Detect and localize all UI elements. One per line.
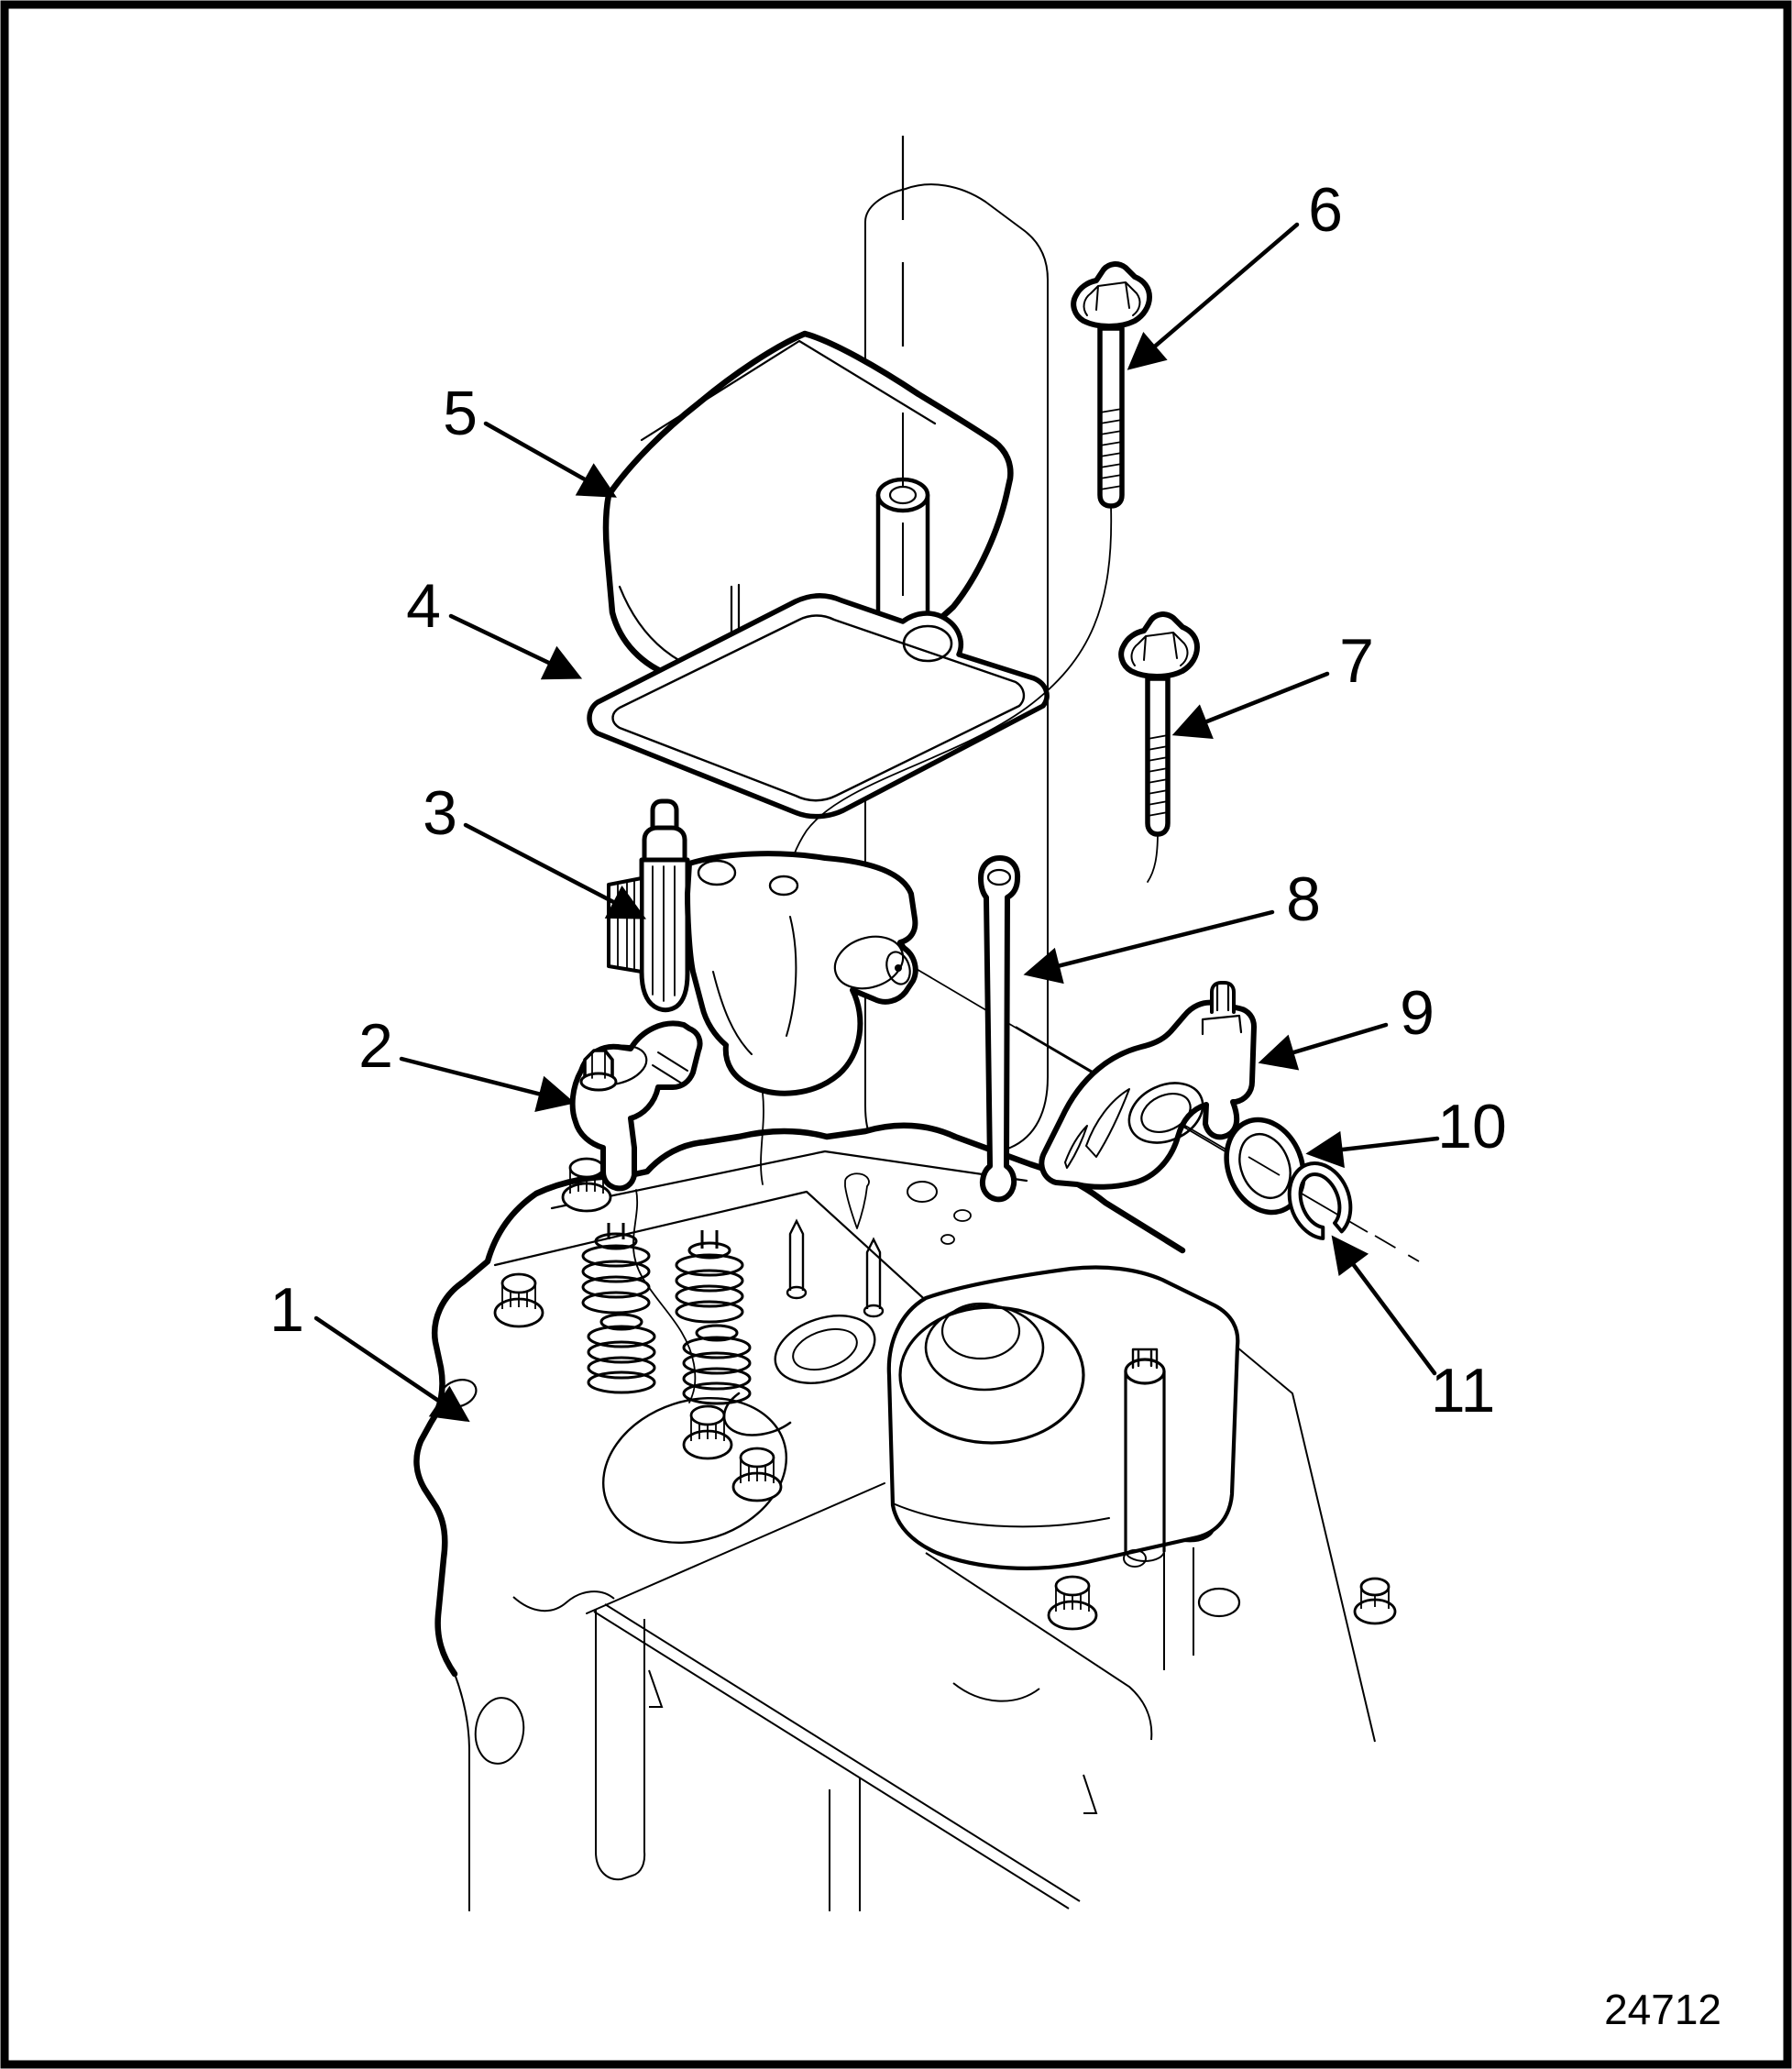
figure-number: 24712 (1604, 1986, 1721, 2033)
callout-6-label: 6 (1308, 175, 1343, 245)
callout-2-label: 2 (358, 1011, 393, 1081)
cylinder-head-part (413, 1122, 1401, 1911)
push-rod-part (978, 855, 1021, 1203)
callout-2-arrow (399, 1056, 576, 1113)
valve-cover-gasket-part (587, 593, 1050, 820)
bolt-7-part (1118, 611, 1200, 837)
head-studs (493, 1157, 1397, 1631)
callout-6-arrow (1127, 222, 1300, 370)
axis-through-washer (1248, 1156, 1281, 1176)
bolt6-ghost-line (786, 505, 1113, 883)
callout-5-label: 5 (443, 379, 478, 448)
lower-block-lines (454, 1347, 1376, 1911)
callout-9-label: 9 (1400, 978, 1435, 1048)
callout-11-arrow (1331, 1235, 1437, 1376)
callout-3-arrow (463, 822, 647, 919)
callout-4-arrow (448, 613, 583, 680)
phantom-bolt-path-outline (864, 183, 1049, 1172)
callout-1-label: 1 (269, 1275, 304, 1345)
retaining-clip-part (1287, 1161, 1353, 1240)
callout-9-arrow (1258, 1022, 1389, 1071)
callout-1-arrow (313, 1315, 470, 1423)
callout-8-label: 8 (1286, 864, 1321, 934)
valve-stems (786, 1218, 885, 1318)
callout-7-label: 7 (1339, 626, 1374, 696)
callout-5-arrow (483, 421, 617, 498)
small-rocker-lever-part (569, 1020, 703, 1403)
callout-4-label: 4 (406, 571, 441, 641)
head-tube (1124, 1348, 1166, 1562)
rocker-pedestal-part (607, 798, 918, 1185)
callout-7-arrow (1171, 671, 1330, 739)
bolt-6-part (1071, 261, 1152, 509)
callout-11-label: 11 (1431, 1356, 1496, 1425)
bolt7-ghost-line (1147, 831, 1159, 883)
callout-3-label: 3 (423, 778, 457, 848)
callout-10-label: 10 (1437, 1092, 1507, 1161)
rocker-arm-part (1039, 981, 1257, 1190)
lever-bolt (579, 1049, 618, 1092)
callout-10-arrow (1305, 1130, 1440, 1169)
callouts: 1 2 3 4 5 6 7 8 9 10 11 (269, 175, 1507, 1425)
callout-8-arrow (1023, 909, 1275, 985)
valve-springs (581, 1223, 752, 1405)
